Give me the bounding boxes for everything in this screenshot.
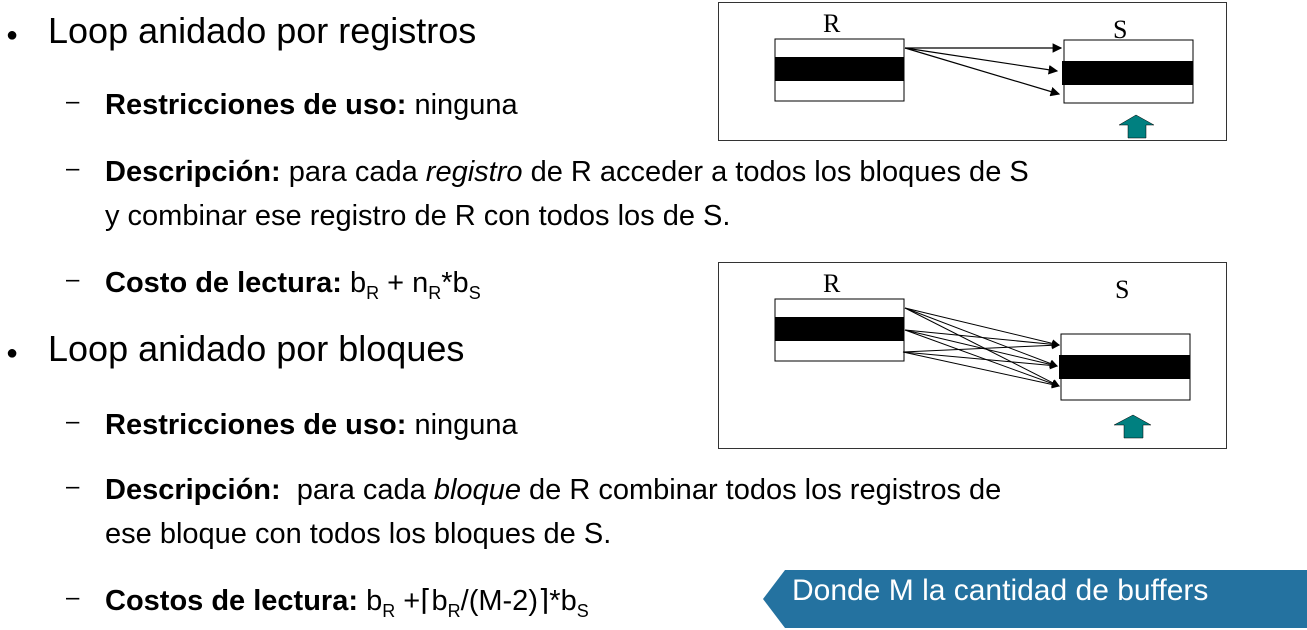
section-title: Loop anidado por registros [48,10,477,51]
relation-s-block [1059,355,1190,379]
formula-sub: R [366,283,380,303]
diagram-graphics [774,38,1194,139]
pointer-arrow-icon [1118,114,1155,139]
relation-r-record [775,57,904,81]
formula-sub: S [468,283,481,303]
formula-sub: R [428,283,442,303]
value: ninguna [414,89,518,121]
relation-r-block [775,317,904,341]
label: Costo de lectura: [105,267,342,299]
diagram-record-loop: R S [718,2,1227,141]
label: Descripción: [105,474,281,506]
formula: + n [387,267,429,299]
text: de R combinar todos los registros de [529,474,1002,506]
diagram-block-loop: R S [718,262,1227,449]
label: Restricciones de uso: [105,89,407,121]
relation-r-label: R [823,9,841,38]
dash-icon: – [66,584,80,611]
dash-icon: – [66,155,80,182]
arrows [904,43,1063,97]
text: para cada [288,156,418,188]
label: Descripción: [105,156,281,188]
formula: /(M-2)⌉*b [460,585,577,617]
description-line: Descripción: para cada bloque de R combi… [105,468,1001,512]
formula: *b [441,267,469,299]
description-line: Descripción: para cada registro de R acc… [105,150,1029,194]
text: para cada [296,474,426,506]
formula: b [366,585,383,617]
description-line-2: ese bloque con todos los bloques de S. [105,518,612,550]
pointer-arrow-icon [1113,414,1152,439]
bullet-icon: ● [6,24,19,46]
formula: b [349,267,367,299]
relation-r-label: R [823,269,841,298]
relation-s-label: S [1115,275,1130,304]
dash-icon: – [66,408,80,435]
dash-icon: – [66,266,80,293]
arrows [902,307,1060,389]
formula: +⌈b [403,585,448,617]
value: ninguna [414,409,518,441]
section-title: Loop anidado por bloques [48,328,465,369]
relation-s-label: S [1113,15,1128,44]
label: Costos de lectura: [105,585,358,617]
emphasis: registro [425,156,523,188]
callout-shape [763,570,1307,628]
bullet-icon: ● [6,342,19,364]
restrictions-line: Restricciones de uso: ninguna [105,403,518,447]
cost-line: Costo de lectura: bR + nR*bS [105,261,481,305]
diagram-graphics [774,298,1191,439]
label: Restricciones de uso: [105,409,407,441]
formula-sub: R [447,601,461,621]
callout-text: Donde M la cantidad de buffers [792,574,1209,607]
description-line-2: y combinar ese registro de R con todos l… [105,200,731,232]
formula-sub: S [576,601,589,621]
cost-line: Costos de lectura: bR +⌈bR/(M-2)⌉*bS [105,579,589,623]
dash-icon: – [66,88,80,115]
dash-icon: – [66,473,80,500]
formula-sub: R [382,601,396,621]
emphasis: bloque [433,474,521,506]
restrictions-line: Restricciones de uso: ninguna [105,83,518,127]
relation-s-block [1062,61,1193,85]
text: de R acceder a todos los bloques de S [530,156,1029,188]
